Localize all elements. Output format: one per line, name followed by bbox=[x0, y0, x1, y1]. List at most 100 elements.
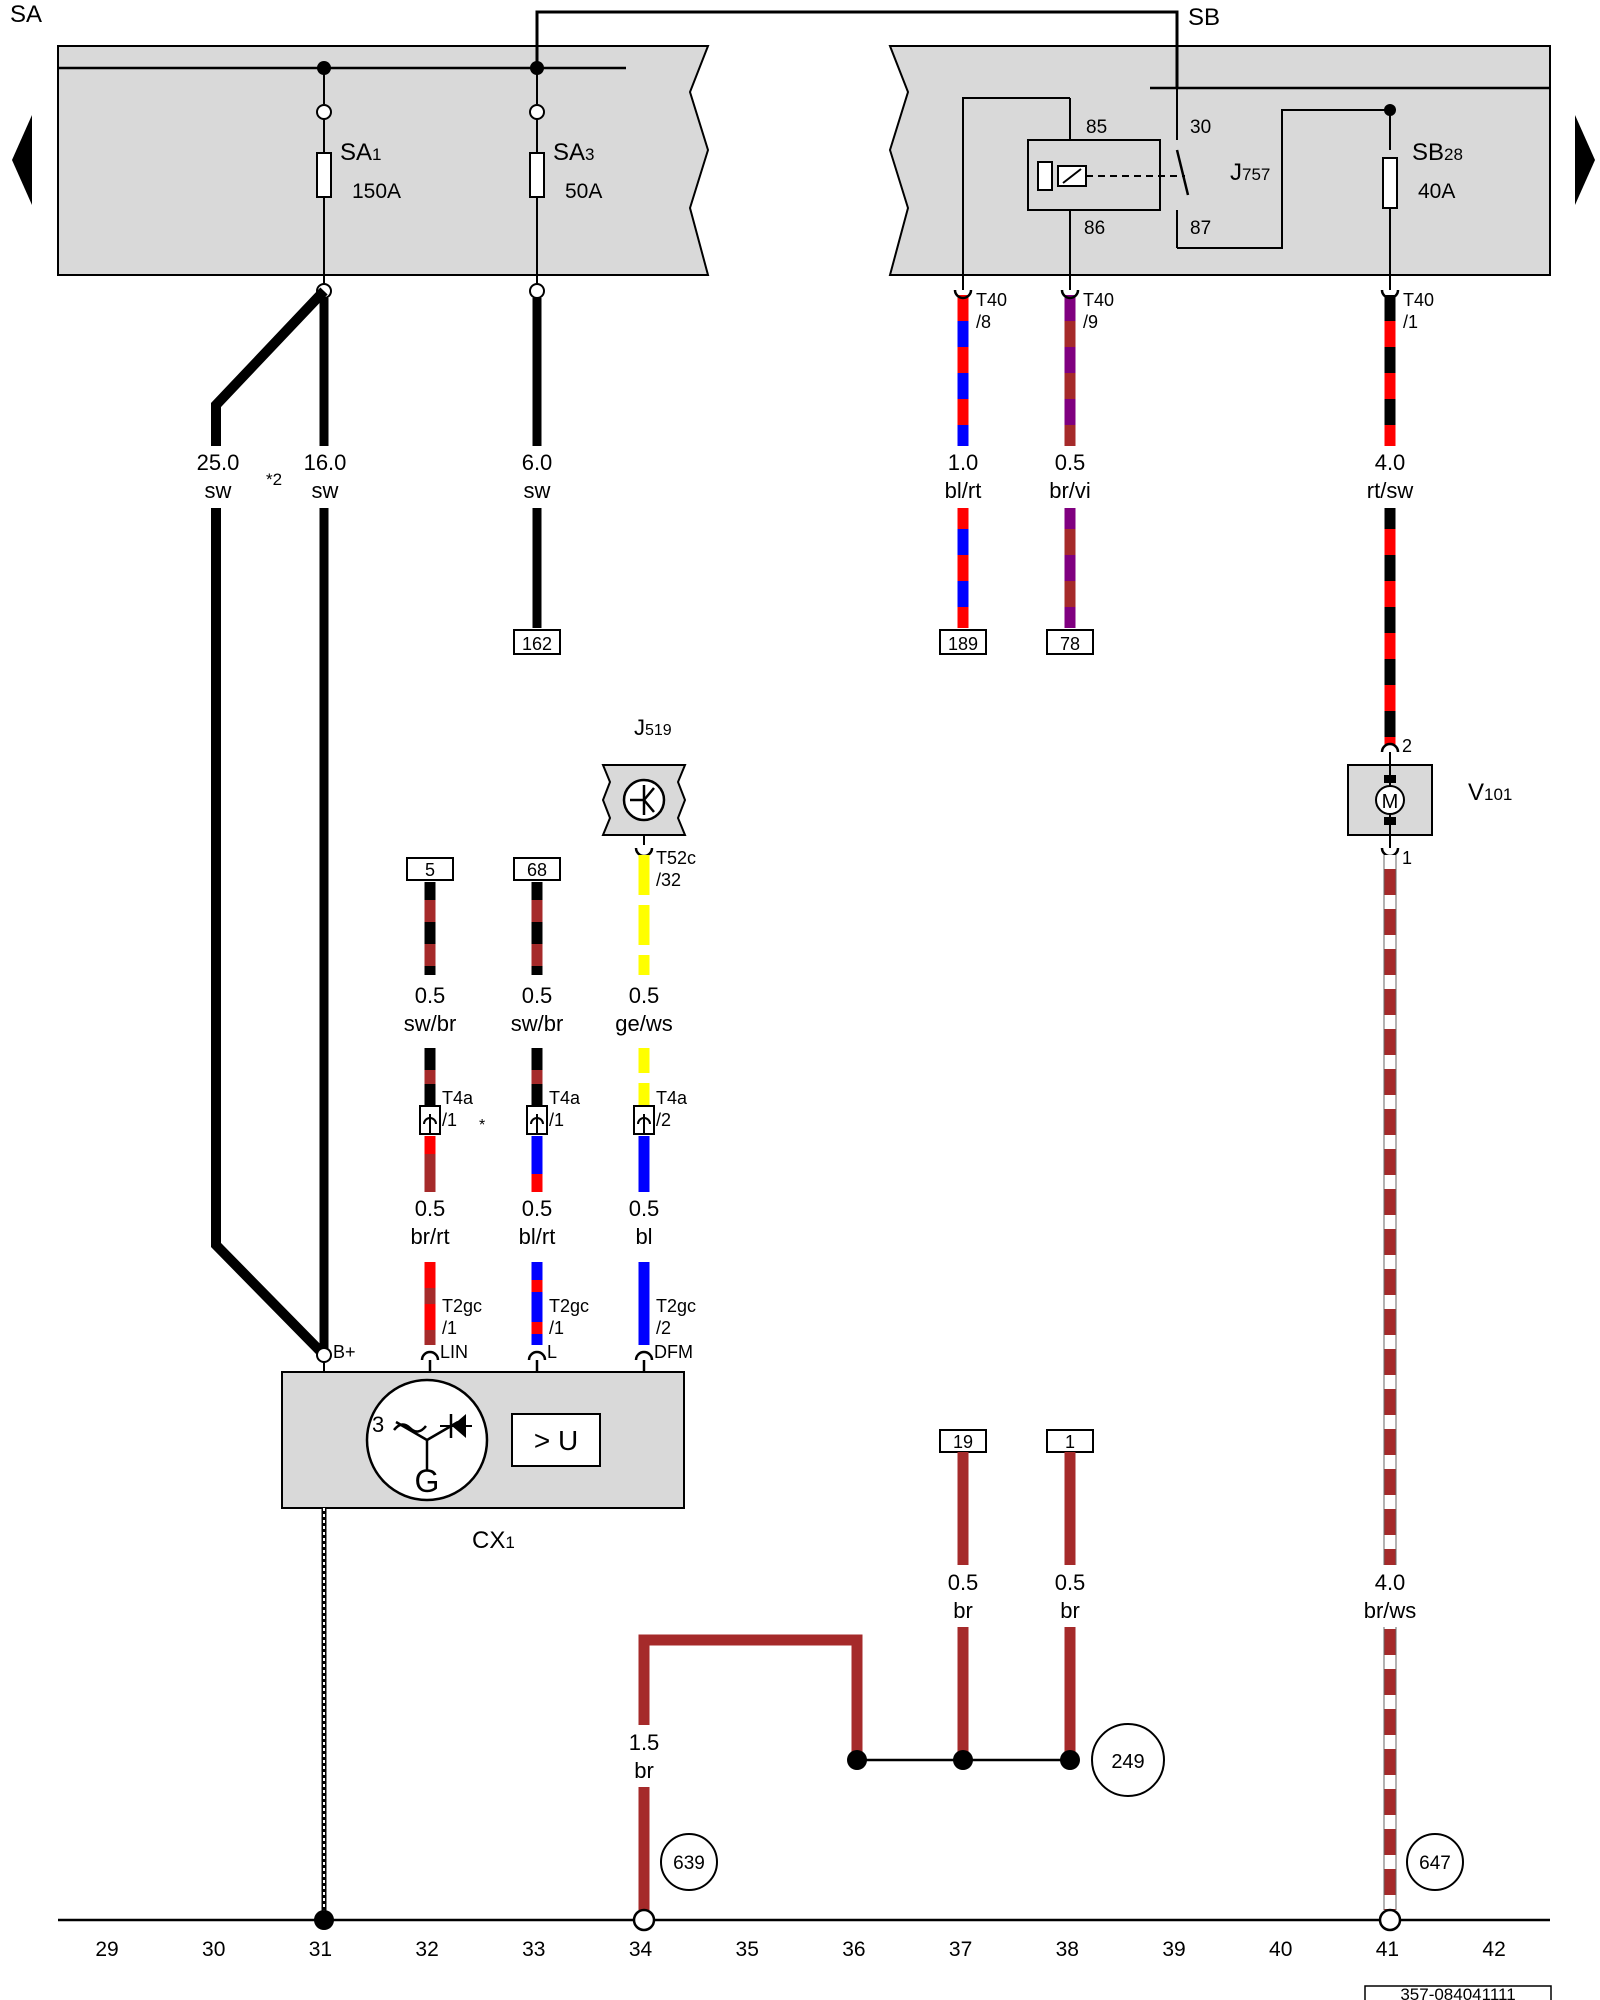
wire-size: 0.5 bbox=[522, 983, 553, 1008]
wire-color: ge/ws bbox=[615, 1011, 672, 1036]
ground-point-249[interactable] bbox=[1091, 1723, 1165, 1797]
ground-point-647[interactable] bbox=[1406, 1833, 1464, 1891]
connector-t52c: T52c bbox=[656, 848, 696, 868]
wire-size: 1.0 bbox=[948, 450, 979, 475]
connector-t40-1: T40 bbox=[1403, 290, 1434, 310]
relay-pin-87: 87 bbox=[1190, 218, 1211, 239]
generator-symbol: G bbox=[415, 1463, 440, 1499]
footnote-star: * bbox=[479, 1117, 485, 1134]
wire-size: 0.5 bbox=[415, 1196, 446, 1221]
wire-size: 0.5 bbox=[522, 1196, 553, 1221]
column-number: 40 bbox=[1269, 1938, 1292, 1961]
fuse-box-sa bbox=[57, 45, 710, 276]
footer-ref-box bbox=[1364, 1985, 1552, 2000]
connector-t40 bbox=[953, 289, 1400, 300]
label-bg bbox=[170, 446, 350, 508]
label-bg bbox=[604, 1725, 684, 1787]
footer-ref-label: 357-084041111 bbox=[1400, 1985, 1515, 2000]
connector-t2gc-lin: T2gc bbox=[442, 1296, 482, 1316]
ground-point-249-label: 249 bbox=[1111, 1751, 1144, 1773]
connector-t40-9-pin: /9 bbox=[1083, 312, 1098, 332]
junction-dot bbox=[953, 1750, 973, 1770]
wire-color: bl/rt bbox=[945, 478, 982, 503]
ref-box-189[interactable] bbox=[939, 629, 987, 655]
fuse-sb28-rating: 40A bbox=[1418, 180, 1455, 203]
page-prev-arrow-icon[interactable] bbox=[12, 115, 32, 205]
column-number: 37 bbox=[949, 1938, 972, 1961]
wire-color: rt/sw bbox=[1367, 478, 1414, 503]
label-bg bbox=[1340, 1565, 1440, 1627]
connector-t40-9: T40 bbox=[1083, 290, 1114, 310]
wire-color: br/ws bbox=[1364, 1598, 1417, 1623]
wire-size: 4.0 bbox=[1375, 1570, 1406, 1595]
column-number: 32 bbox=[415, 1938, 438, 1961]
module-j519 bbox=[601, 764, 687, 836]
fuse-sb28-label: SB28 bbox=[1412, 139, 1463, 166]
generator-phase: 3 bbox=[372, 1412, 384, 1437]
fuse-box-sa-label: SA bbox=[10, 1, 42, 28]
fuse-sa3 bbox=[529, 68, 545, 299]
wire-color: br bbox=[1060, 1598, 1080, 1623]
label-bg bbox=[918, 446, 1118, 508]
ref-box-68[interactable] bbox=[513, 857, 561, 881]
bplus-label: B+ bbox=[333, 1342, 356, 1362]
column-number: 42 bbox=[1482, 1938, 1505, 1961]
ground-point-639-label: 639 bbox=[673, 1853, 705, 1874]
column-number: 31 bbox=[309, 1938, 332, 1961]
ref-5-label: 5 bbox=[425, 860, 435, 880]
motor-v101-label: V101 bbox=[1468, 779, 1512, 806]
connector-t4a-2-pin: /2 bbox=[656, 1110, 671, 1130]
connector-t52c-pin: /32 bbox=[656, 870, 681, 890]
column-number: 33 bbox=[522, 1938, 545, 1961]
motor-pin-2: 2 bbox=[1402, 736, 1412, 756]
ref-68-label: 68 bbox=[527, 860, 547, 880]
ground-point-639[interactable] bbox=[660, 1833, 718, 1891]
wire-color: br/vi bbox=[1049, 478, 1091, 503]
connector-t4a-2: T4a bbox=[656, 1088, 688, 1108]
column-number: 29 bbox=[95, 1938, 118, 1961]
wire-color: sw bbox=[312, 478, 339, 503]
connector-t2gc-lin-pin: /1 bbox=[442, 1318, 457, 1338]
ground-terminal bbox=[632, 1908, 656, 1932]
column-number: 41 bbox=[1376, 1938, 1399, 1961]
connector-t2gc-lin-signal: LIN bbox=[440, 1342, 468, 1362]
column-number: 34 bbox=[629, 1938, 653, 1961]
label-bg bbox=[500, 446, 574, 508]
wire-size: 0.5 bbox=[948, 1570, 979, 1595]
bplus-terminal bbox=[316, 1347, 332, 1363]
ref-box-5[interactable] bbox=[406, 857, 454, 881]
connector-t4a-1b: T4a bbox=[549, 1088, 581, 1108]
wire-color: br bbox=[634, 1758, 654, 1783]
label-bg bbox=[1340, 446, 1440, 508]
wire-size: 0.5 bbox=[1055, 1570, 1086, 1595]
relay-pin-30: 30 bbox=[1190, 117, 1211, 138]
column-number: 39 bbox=[1162, 1938, 1185, 1961]
fuse-sa3-label: SA3 bbox=[553, 139, 594, 166]
relay-pin-85: 85 bbox=[1086, 117, 1107, 138]
ref-box-162[interactable] bbox=[513, 629, 561, 655]
wire-size: 25.0 bbox=[197, 450, 240, 475]
motor-v101 bbox=[1347, 752, 1433, 848]
relay-j757 bbox=[962, 88, 1390, 290]
connector-t52c-icon bbox=[634, 847, 654, 858]
connector-t2gc bbox=[420, 1350, 654, 1372]
connector-t2gc-l: T2gc bbox=[549, 1296, 589, 1316]
motor-symbol: M bbox=[1382, 791, 1399, 813]
ref-box-78[interactable] bbox=[1046, 629, 1094, 655]
motor-pin-1: 1 bbox=[1402, 848, 1412, 868]
generator-cx1 bbox=[281, 1371, 685, 1509]
motor-connector-top bbox=[1380, 742, 1400, 753]
connector-t40-1-pin: /1 bbox=[1403, 312, 1418, 332]
connector-t2gc-dfm-pin: /2 bbox=[656, 1318, 671, 1338]
wire-size: 0.5 bbox=[629, 983, 660, 1008]
connector-t4a-1b-pin: /1 bbox=[549, 1110, 564, 1130]
wire-color: sw bbox=[524, 478, 551, 503]
connector-t40-8-pin: /8 bbox=[976, 312, 991, 332]
motor-connector-bottom bbox=[1380, 847, 1400, 858]
sa-sb-link-wire bbox=[535, 10, 1179, 88]
page-next-arrow-icon[interactable] bbox=[1575, 115, 1595, 205]
fuse-sa1-label: SA1 bbox=[340, 139, 381, 166]
connector-t4a-1a-pin: /1 bbox=[442, 1110, 457, 1130]
connector-t2gc-dfm: T2gc bbox=[656, 1296, 696, 1316]
footnote-star2: *2 bbox=[266, 470, 282, 489]
